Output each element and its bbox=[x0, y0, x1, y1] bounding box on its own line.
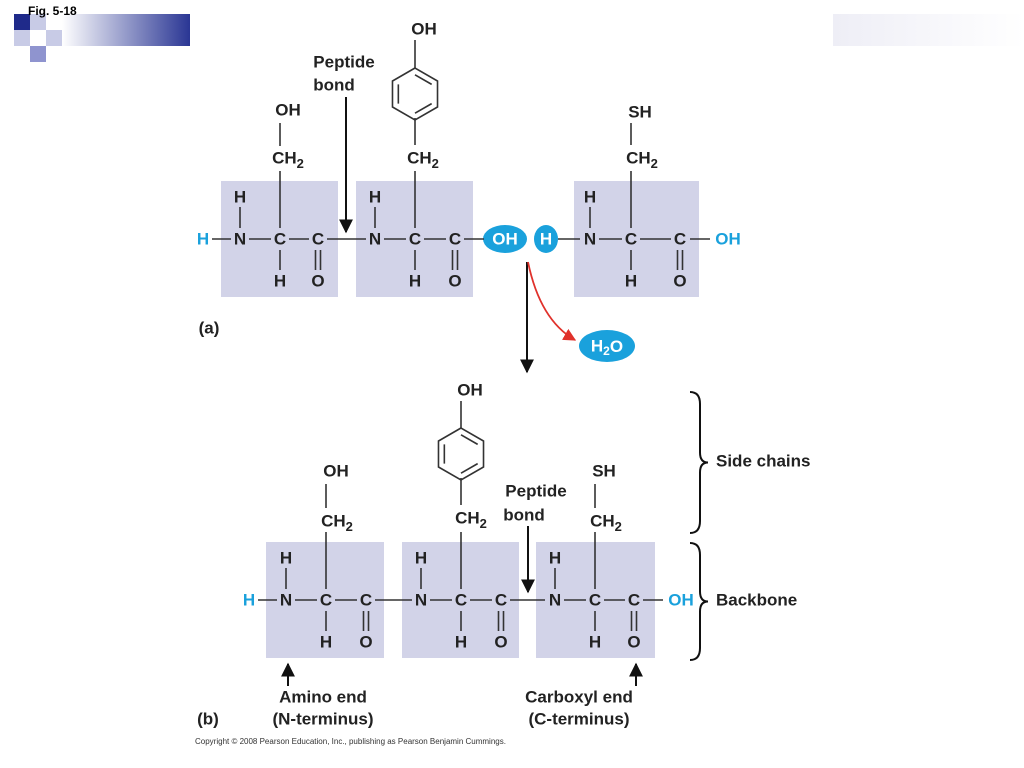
ch2-label: CH2 bbox=[626, 149, 658, 171]
amino-end-label-line2: (N-terminus) bbox=[272, 710, 373, 729]
leaving-hydrogen bbox=[534, 225, 558, 253]
panel-a-label: (a) bbox=[199, 319, 220, 338]
hydrogen-atom: H bbox=[369, 188, 381, 207]
alpha-carbon-atom: C bbox=[589, 591, 601, 610]
oxygen-atom: O bbox=[311, 272, 324, 291]
carbonyl-carbon-atom: C bbox=[360, 591, 372, 610]
title-decoration bbox=[0, 0, 200, 62]
nitrogen-atom: N bbox=[549, 591, 561, 610]
phenol-ring bbox=[437, 427, 485, 481]
peptide-bond-label-b-line1: Peptide bbox=[505, 482, 566, 501]
aromatic-inner-line bbox=[414, 74, 433, 86]
phenol-ring bbox=[391, 67, 439, 121]
hydrogen-atom: H bbox=[415, 549, 427, 568]
nitrogen-atom: N bbox=[584, 230, 596, 249]
title-bar-right bbox=[833, 14, 1024, 46]
alpha-carbon-atom: C bbox=[320, 591, 332, 610]
leaving-hydroxyl-label: OH bbox=[492, 230, 518, 249]
ch2-label: CH2 bbox=[407, 149, 439, 171]
oxygen-atom: O bbox=[627, 633, 640, 652]
serine-hydroxyl: OH bbox=[323, 462, 349, 481]
hydrogen-atom: H bbox=[589, 633, 601, 652]
hydrogen-atom: H bbox=[625, 272, 637, 291]
backbone-label: Backbone bbox=[716, 591, 797, 610]
water-release-arrow bbox=[527, 261, 577, 341]
alpha-carbon-atom: C bbox=[625, 230, 637, 249]
oxygen-atom: O bbox=[359, 633, 372, 652]
ch2-label: CH2 bbox=[590, 512, 622, 534]
carbonyl-carbon-atom: C bbox=[628, 591, 640, 610]
figure-label: Fig. 5-18 bbox=[28, 4, 77, 18]
carbonyl-carbon-atom: C bbox=[495, 591, 507, 610]
nitrogen-atom: N bbox=[415, 591, 427, 610]
tyrosine-hydroxyl: OH bbox=[411, 20, 437, 39]
oxygen-atom: O bbox=[494, 633, 507, 652]
alpha-carbon-atom: C bbox=[409, 230, 421, 249]
water-molecule bbox=[579, 330, 635, 362]
peptide-bond-label-b-line2: bond bbox=[503, 506, 545, 525]
carboxyl-end-label-line1: Carboxyl end bbox=[525, 688, 633, 707]
hydrogen-atom: H bbox=[234, 188, 246, 207]
alpha-carbon-atom: C bbox=[274, 230, 286, 249]
ch2-label: CH2 bbox=[272, 149, 304, 171]
amino-acid-box-1 bbox=[266, 542, 384, 658]
hydrogen-atom: H bbox=[409, 272, 421, 291]
nitrogen-atom: N bbox=[280, 591, 292, 610]
ch2-label: CH2 bbox=[321, 512, 353, 534]
c-terminal-hydroxyl: OH bbox=[715, 230, 741, 249]
leaving-hydroxyl bbox=[483, 225, 527, 253]
cysteine-thiol: SH bbox=[628, 103, 652, 122]
hydrogen-atom: H bbox=[549, 549, 561, 568]
tyrosine-hydroxyl: OH bbox=[457, 381, 483, 400]
c-terminal-hydroxyl: OH bbox=[668, 591, 694, 610]
side-chains-label: Side chains bbox=[716, 452, 810, 471]
nitrogen-atom: N bbox=[369, 230, 381, 249]
hydrogen-atom: H bbox=[280, 549, 292, 568]
carbonyl-carbon-atom: C bbox=[449, 230, 461, 249]
aromatic-inner-line bbox=[414, 102, 433, 114]
carboxyl-end-label-line2: (C-terminus) bbox=[528, 710, 629, 729]
peptide-bond-label-a-line2: bond bbox=[313, 76, 355, 95]
aromatic-inner-line bbox=[460, 434, 479, 446]
hydrogen-atom: H bbox=[320, 633, 332, 652]
hydrogen-atom: H bbox=[584, 188, 596, 207]
n-terminal-hydrogen: H bbox=[243, 591, 255, 610]
n-terminal-hydrogen: H bbox=[197, 230, 209, 249]
hydrogen-atom: H bbox=[274, 272, 286, 291]
panel-b-label: (b) bbox=[197, 710, 219, 729]
carbonyl-carbon-atom: C bbox=[312, 230, 324, 249]
cysteine-thiol: SH bbox=[592, 462, 616, 481]
amino-acid-box-cysteine bbox=[574, 181, 699, 297]
nitrogen-atom: N bbox=[234, 230, 246, 249]
leaving-hydrogen-label: H bbox=[540, 230, 552, 249]
oxygen-atom: O bbox=[448, 272, 461, 291]
alpha-carbon-atom: C bbox=[455, 591, 467, 610]
hydrogen-atom: H bbox=[455, 633, 467, 652]
backbone-brace bbox=[689, 542, 709, 661]
side-chains-brace bbox=[689, 391, 709, 534]
serine-hydroxyl: OH bbox=[275, 101, 301, 120]
oxygen-atom: O bbox=[673, 272, 686, 291]
copyright-text: Copyright © 2008 Pearson Education, Inc.… bbox=[195, 737, 506, 746]
water-formula: H2O bbox=[591, 337, 623, 359]
peptide-bond-label-a-line1: Peptide bbox=[313, 53, 374, 72]
carbonyl-carbon-atom: C bbox=[674, 230, 686, 249]
aromatic-inner-line bbox=[460, 462, 479, 474]
amino-end-label-line1: Amino end bbox=[279, 688, 367, 707]
ch2-label: CH2 bbox=[455, 509, 487, 531]
